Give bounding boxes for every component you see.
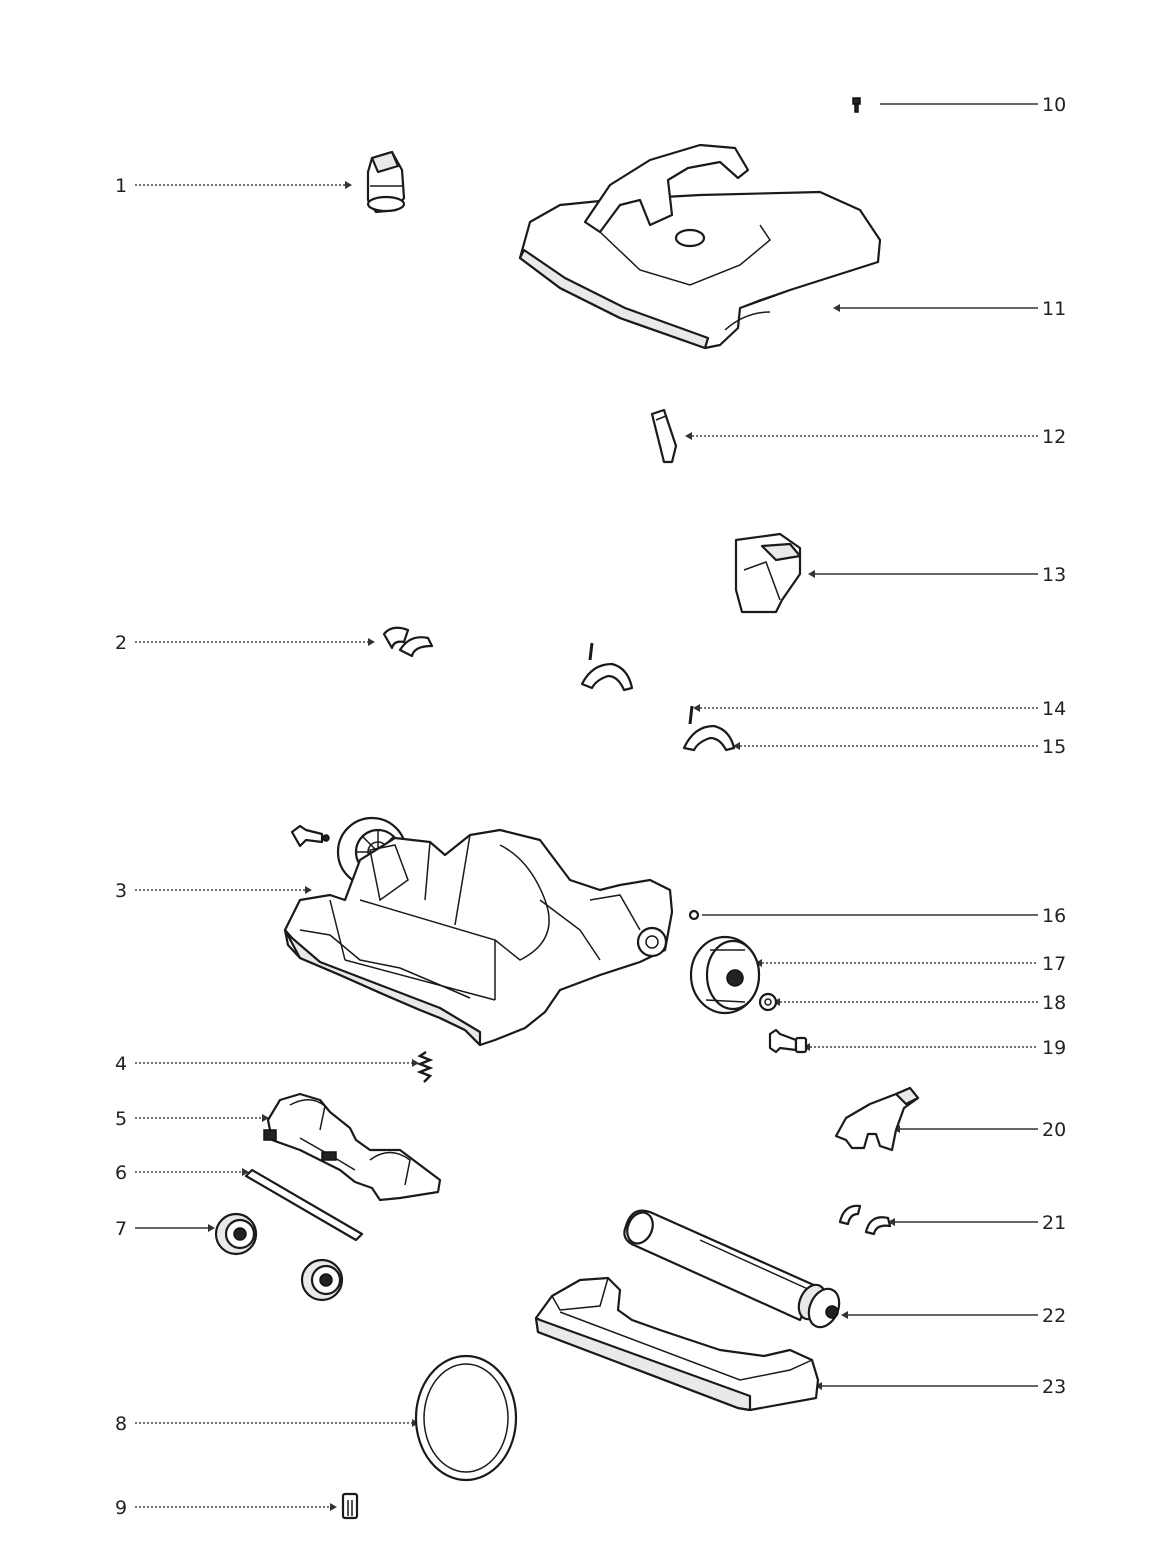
part-16-washer-icon [688,909,700,921]
part-21-clip-icon [838,1204,892,1236]
callout-17: 17 [1042,953,1066,975]
part-18-nut-icon [758,992,778,1012]
callout-14: 14 [1042,698,1066,720]
callout-5: 5 [115,1108,127,1130]
part-23-bottomplate-icon [534,1276,820,1412]
callout-9: 9 [115,1497,127,1519]
part-11-hood-icon [518,143,882,350]
part-1-icon [366,150,406,214]
callout-12: 12 [1042,426,1066,448]
part-5-mechanism-icon [263,1092,442,1202]
part-10-screw-icon [852,97,861,113]
part-12-clip-icon [650,408,678,464]
callout-7: 7 [115,1218,127,1240]
callout-20: 20 [1042,1119,1066,1141]
callout-13: 13 [1042,564,1066,586]
part-3-base-icon [283,828,674,1047]
callout-11: 11 [1042,298,1066,320]
callout-16: 16 [1042,905,1066,927]
callout-6: 6 [115,1162,127,1184]
part-2-clip-icon [382,626,434,658]
part-4-spring-icon [416,1050,434,1083]
callout-18: 18 [1042,992,1066,1014]
part-6-rod-icon [244,1168,364,1242]
part-15-hook-icon [682,705,736,752]
callout-21: 21 [1042,1212,1066,1234]
callout-4: 4 [115,1053,127,1075]
part-8-belt-icon [414,1354,518,1482]
leader-lines [135,103,1038,1511]
part-9-clip-icon [341,1492,359,1520]
callout-10: 10 [1042,94,1066,116]
callout-labels: 1 2 3 4 5 6 7 8 9 10 11 12 13 14 15 16 1… [115,94,1066,1519]
callout-22: 22 [1042,1305,1066,1327]
callout-1: 1 [115,175,127,197]
part-14-hook-icon [580,642,634,692]
callout-8: 8 [115,1413,127,1435]
callout-23: 23 [1042,1376,1066,1398]
part-17-wheel-icon [689,935,761,1015]
part-7-roller-icon [214,1212,258,1256]
part-7-roller-second-icon [300,1258,344,1302]
part-20-pedal-icon [834,1086,920,1152]
part-19-bolt-icon [768,1028,808,1054]
callout-15: 15 [1042,736,1066,758]
callout-19: 19 [1042,1037,1066,1059]
callout-2: 2 [115,632,127,654]
part-13-bracket-icon [734,532,802,614]
part-22-brushroll-icon [623,1209,841,1329]
callout-3: 3 [115,880,127,902]
